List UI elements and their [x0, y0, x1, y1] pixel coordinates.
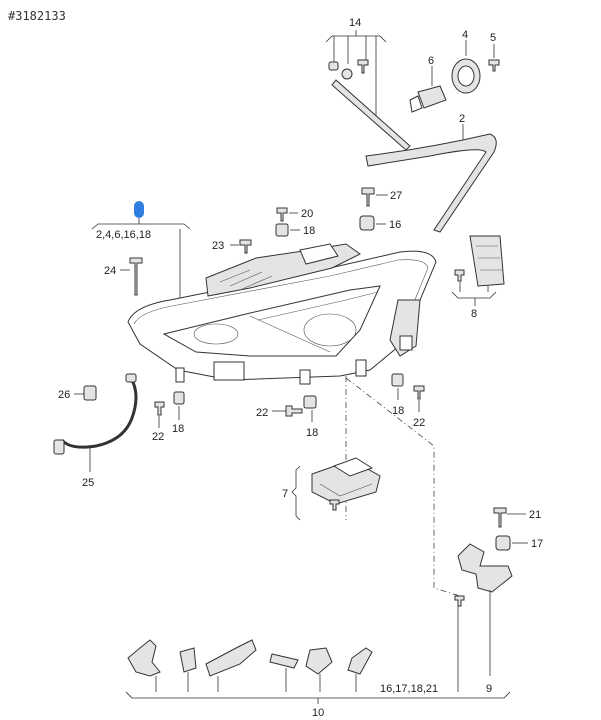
- screw-23-icon: [239, 239, 252, 254]
- callout-group-bottom: 16,17,18,21: [380, 683, 438, 695]
- headlight-housing: [127, 243, 437, 385]
- clip-18-left-icon: [173, 391, 185, 405]
- callout-22-right: 22: [413, 417, 425, 429]
- bulb-holder-icon: [417, 85, 447, 109]
- adjuster-rod-icon: [331, 79, 411, 151]
- trim-strip-icon: [365, 133, 497, 233]
- fasteners-right: 18 22: [391, 373, 425, 429]
- repair-bracket-e-icon: [305, 647, 333, 675]
- callout-5: 5: [490, 32, 496, 44]
- part-7-module: 7: [282, 457, 381, 521]
- bracket-9-icon: [457, 543, 513, 593]
- part-2-strip: 2: [365, 113, 497, 233]
- repair-bracket-d-icon: [269, 653, 299, 669]
- fasteners-center: 22 18: [256, 395, 318, 439]
- repair-bracket-f-icon: [347, 647, 373, 675]
- long-bolt-24-icon: [129, 257, 143, 296]
- callout-9: 9: [486, 683, 492, 695]
- callout-16: 16: [389, 219, 401, 231]
- callout-27: 27: [390, 190, 402, 202]
- screw-22-right-icon: [413, 385, 425, 400]
- connector-26-icon: [83, 385, 97, 401]
- fasteners-lower-left: 22 18: [152, 391, 185, 443]
- clip-18-right-icon: [391, 373, 404, 387]
- callout-8: 8: [471, 308, 477, 320]
- grommet-icon: [341, 68, 353, 80]
- control-module-icon: [469, 235, 505, 287]
- repair-bracket-b-icon: [179, 647, 197, 673]
- screw-icon: [357, 59, 369, 74]
- screw-7-icon: [329, 499, 340, 511]
- callout-22-left: 22: [152, 431, 164, 443]
- screw-20-icon: [276, 207, 288, 222]
- callout-18-top: 18: [303, 225, 315, 237]
- callout-22-center: 22: [256, 407, 268, 419]
- callout-21: 21: [529, 509, 541, 521]
- callout-26: 26: [58, 389, 70, 401]
- callout-18-center: 18: [306, 427, 318, 439]
- screw-lower-icon: [454, 595, 465, 607]
- callout-14: 14: [349, 17, 361, 29]
- parts-20-18-23: 20 18 23: [212, 207, 315, 254]
- callout-7: 7: [282, 488, 288, 500]
- callout-20: 20: [301, 208, 313, 220]
- callout-6: 6: [428, 55, 434, 67]
- callout-25: 25: [82, 477, 94, 489]
- parts-21-17-9: 21 17 9: [454, 507, 543, 695]
- callout-10: 10: [312, 707, 324, 719]
- callout-23: 23: [212, 240, 224, 252]
- screw-27-icon: [361, 187, 375, 207]
- callout-17: 17: [531, 538, 543, 550]
- screw-21-icon: [493, 507, 507, 528]
- screw-5-icon: [488, 59, 500, 72]
- part-14-group: 14: [325, 17, 411, 151]
- clip-16-icon: [359, 215, 375, 231]
- highlight-marker-icon: [134, 201, 144, 218]
- diagram-reference-number: #3182133: [8, 9, 66, 23]
- callout-18-left: 18: [172, 423, 184, 435]
- screw-8-icon: [454, 269, 465, 282]
- callout-18-right: 18: [392, 405, 404, 417]
- repair-bracket-a-icon: [127, 639, 161, 677]
- part-24: 24: [104, 257, 143, 296]
- clip-17-icon: [495, 535, 511, 551]
- clip-18-icon: [275, 223, 289, 237]
- nut-icon: [328, 61, 339, 71]
- parts-26-25: 26 25: [53, 373, 138, 489]
- part-10-repair-set: 10 16,17,18,21: [125, 606, 511, 719]
- callout-2: 2: [459, 113, 465, 125]
- callout-group-main: 2,4,6,16,18: [96, 229, 151, 241]
- parts-27-16: 27 16: [359, 187, 402, 231]
- screw-22-center-icon: [285, 405, 303, 417]
- sensor-plug-icon: [53, 439, 65, 455]
- part-8-module: 8: [451, 235, 505, 320]
- parts-4-5-6: 4 5 6: [409, 29, 500, 113]
- screw-22-left-icon: [154, 401, 165, 416]
- clip-18-center-icon: [303, 395, 317, 409]
- callout-4: 4: [462, 29, 468, 41]
- callout-24: 24: [104, 265, 116, 277]
- main-assembly-group: 2,4,6,16,18: [91, 201, 191, 306]
- repair-bracket-c-icon: [205, 639, 257, 677]
